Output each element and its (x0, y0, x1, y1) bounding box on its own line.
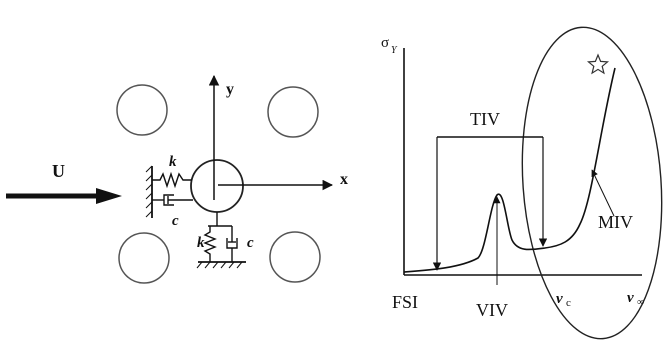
flow-arrow (6, 188, 122, 204)
cylinder-center (190, 159, 244, 213)
vinf-subscript: ∞ (637, 297, 644, 308)
plot-y-axis-label: σ (381, 35, 389, 51)
y-axis-label: y (226, 81, 234, 98)
viv-label: VIV (476, 300, 508, 320)
cylinder-bottom-left (118, 232, 170, 284)
damper-horizontal-label: c (172, 213, 179, 229)
spring-horizontal (152, 171, 192, 189)
plot-y-axis-subscript: Y (391, 45, 398, 56)
tiv-label: TIV (470, 109, 500, 129)
damper-vertical (226, 226, 238, 262)
response-curve (403, 67, 616, 273)
spring-horizontal-label: k (169, 154, 177, 170)
horizontal-wall (145, 165, 153, 218)
cylinder-top-right (267, 86, 319, 138)
response-plot-panel: σ Y TIV MIV FSI VIV v c v ∞ (381, 26, 663, 340)
miv-label: MIV (598, 212, 633, 232)
damper-vertical-label: c (247, 235, 254, 251)
x-axis-label: x (340, 171, 348, 188)
spring-vertical-label: k (197, 235, 205, 251)
fsi-label: FSI (392, 292, 418, 312)
damper-horizontal (152, 194, 193, 206)
cylinder-array-panel: U y x k c (6, 74, 348, 284)
miv-pointer (591, 169, 615, 217)
vc-subscript: c (566, 297, 571, 309)
flow-label: U (52, 161, 65, 181)
cylinder-bottom-right (269, 231, 321, 283)
tiv-bracket (432, 136, 548, 271)
spring-vertical (203, 226, 217, 262)
vc-label: v (556, 291, 563, 307)
vertical-ground (196, 261, 246, 269)
miv-region-ellipse (521, 26, 663, 340)
vinf-label: v (627, 290, 634, 306)
cylinder-top-left (116, 84, 168, 136)
end-star-icon (586, 53, 610, 75)
